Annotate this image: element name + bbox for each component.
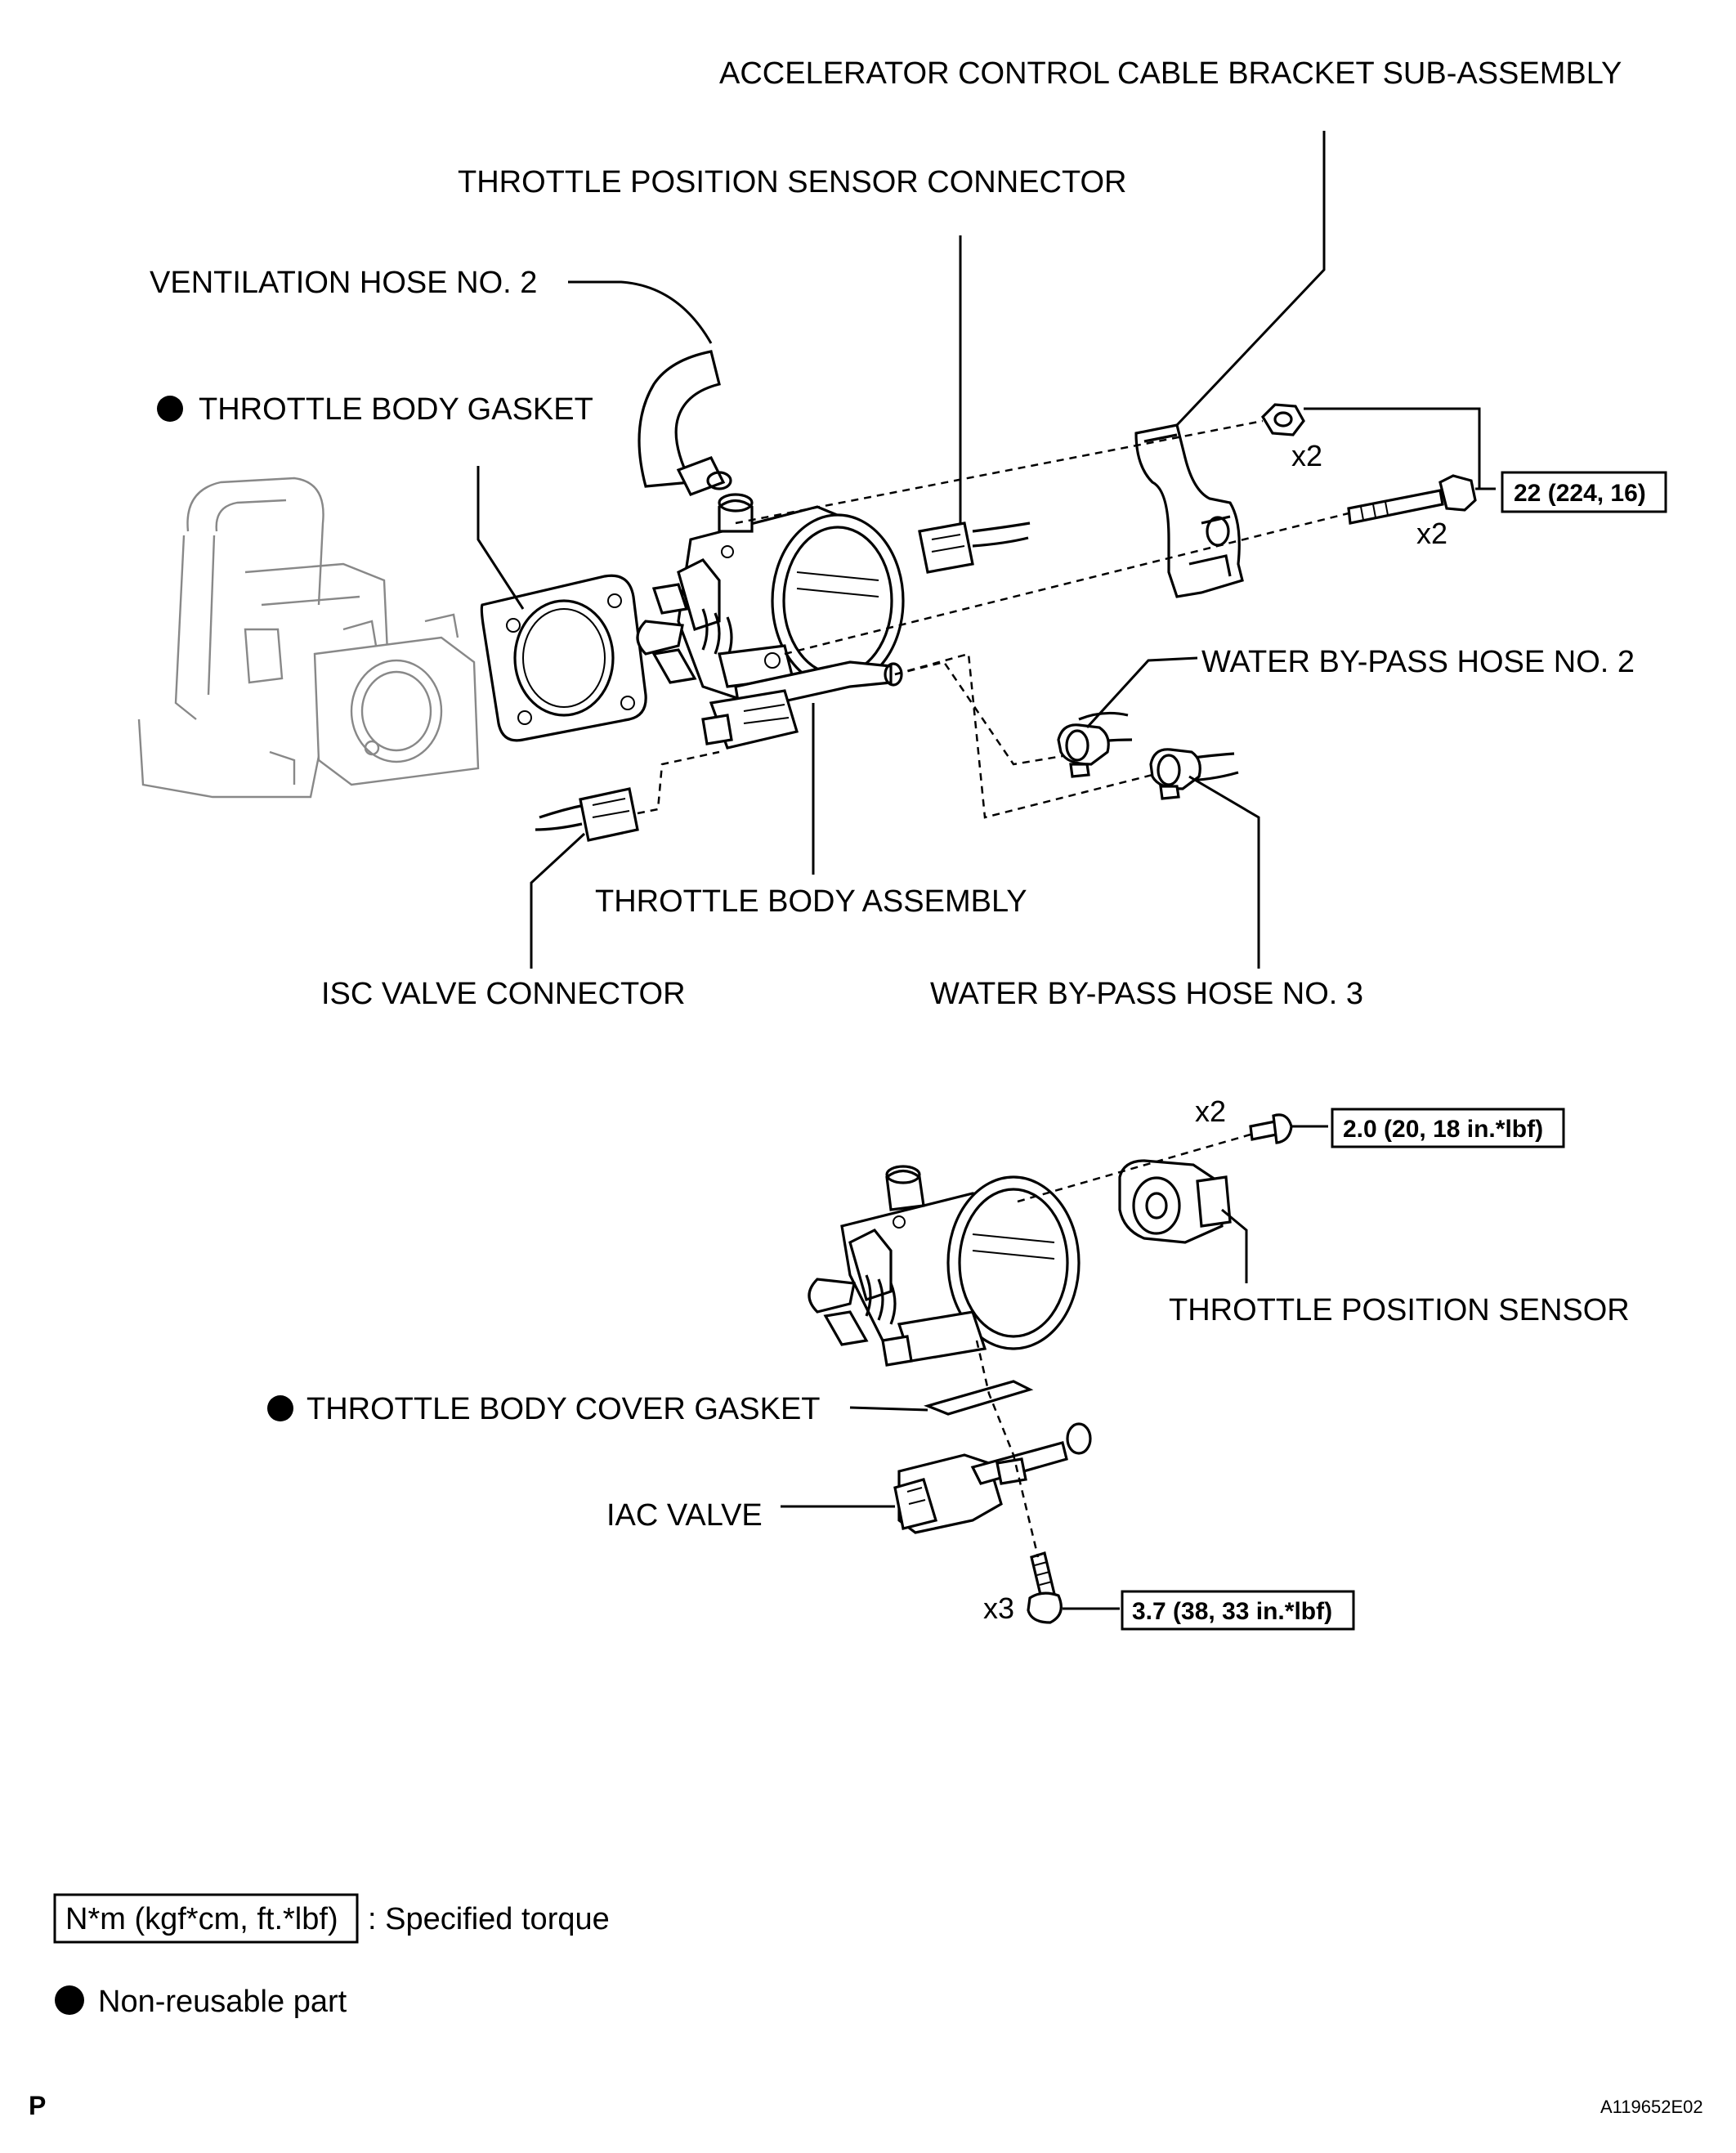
- accelerator-bracket-part: [1134, 423, 1244, 598]
- water-bypass-hose-2-part: [1057, 711, 1133, 778]
- label-tps: THROTTLE POSITION SENSOR: [1169, 1293, 1630, 1327]
- torque-box-bracket: 22 (224, 16): [1501, 471, 1667, 513]
- cover-gasket-part: [924, 1380, 1034, 1416]
- nonreusable-bullet-tb-gasket: [157, 396, 183, 422]
- label-isc-connector: ISC VALVE CONNECTOR: [321, 977, 686, 1011]
- assembly-guide-lines: [637, 419, 1349, 1558]
- torque-tps-value: 2.0 (20, 18 in.*lbf): [1343, 1116, 1543, 1143]
- nonreusable-bullet-cover-gasket: [267, 1395, 293, 1421]
- throttle-body-gasket-part: [480, 574, 647, 742]
- label-accel-bracket: ACCELERATOR CONTROL CABLE BRACKET SUB-AS…: [719, 56, 1622, 91]
- tps-connector-part: [918, 521, 1031, 574]
- qty-iac-screw: x3: [983, 1591, 1014, 1625]
- torque-iac-value: 3.7 (38, 33 in.*lbf): [1132, 1598, 1332, 1625]
- label-iac-valve: IAC VALVE: [606, 1498, 763, 1533]
- bracket-bolt-part: [1347, 474, 1477, 525]
- torque-bracket-value: 22 (224, 16): [1514, 480, 1646, 507]
- intake-manifold-illustration: [137, 477, 480, 799]
- ventilation-hose-part: [638, 350, 732, 497]
- qty-bracket-nut: x2: [1291, 439, 1322, 472]
- label-tps-connector: THROTTLE POSITION SENSOR CONNECTOR: [458, 165, 1126, 199]
- label-water-hose-3: WATER BY-PASS HOSE NO. 3: [930, 977, 1363, 1011]
- legend: N*m (kgf*cm, ft.*lbf) : Specified torque…: [53, 1893, 610, 2019]
- leader-lines: [477, 131, 1496, 1610]
- legend-torque-desc: : Specified torque: [368, 1902, 610, 1936]
- iac-valve-part: [893, 1422, 1092, 1534]
- tps-screw-part: [1249, 1113, 1293, 1144]
- legend-nonreusable-bullet: [55, 1985, 84, 2015]
- legend-nonreusable-desc: Non-reusable part: [98, 1985, 347, 2019]
- throttle-body-assembly-part: [636, 493, 905, 750]
- iac-screw-part: [1027, 1551, 1063, 1624]
- throttle-position-sensor-part: [1118, 1159, 1232, 1244]
- water-bypass-hose-3-part: [1149, 748, 1239, 800]
- bracket-nut-part: [1260, 403, 1305, 436]
- torque-box-iac: 3.7 (38, 33 in.*lbf): [1121, 1590, 1355, 1631]
- footer-right: A119652E02: [1600, 2097, 1703, 2117]
- footer-left: P: [29, 2091, 46, 2120]
- legend-torque-box-text: N*m (kgf*cm, ft.*lbf): [65, 1902, 338, 1936]
- label-tb-gasket: THROTTLE BODY GASKET: [199, 392, 593, 427]
- label-water-hose-2: WATER BY-PASS HOSE NO. 2: [1201, 645, 1635, 679]
- qty-tps-screw: x2: [1195, 1094, 1226, 1128]
- throttle-body-lower-part: [808, 1165, 1081, 1367]
- qty-bracket-bolt: x2: [1416, 517, 1447, 550]
- torque-box-tps: 2.0 (20, 18 in.*lbf): [1331, 1108, 1565, 1148]
- label-tb-assembly: THROTTLE BODY ASSEMBLY: [595, 884, 1027, 919]
- legend-torque-box: [53, 1893, 359, 1944]
- label-ventilation-hose: VENTILATION HOSE NO. 2: [150, 266, 537, 300]
- isc-valve-connector-part: [535, 787, 639, 842]
- label-cover-gasket: THROTTLE BODY COVER GASKET: [306, 1392, 821, 1426]
